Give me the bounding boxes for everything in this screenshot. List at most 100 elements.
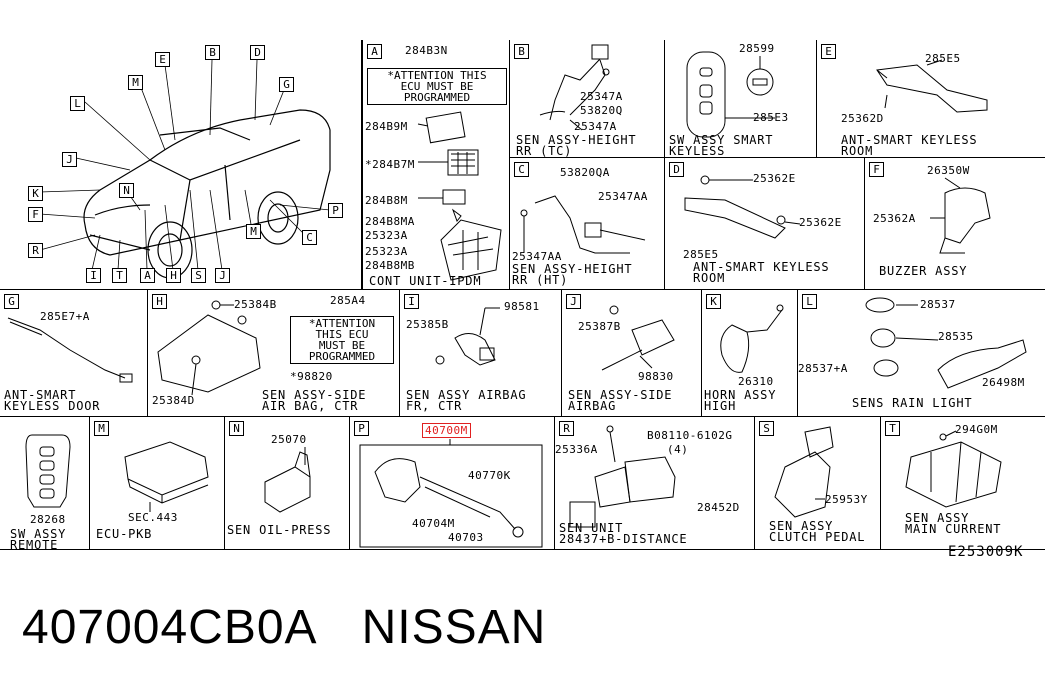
panel-caption: SEN ASSY AIRBAG FR, CTR <box>406 388 527 413</box>
part-number-title: 407004CB0A <box>22 601 318 654</box>
panel-letter: N <box>229 421 244 436</box>
callout-r: R <box>28 243 43 258</box>
panel-letter: F <box>869 162 884 177</box>
part-number: 25336A <box>555 443 598 456</box>
callout-d: D <box>250 45 265 60</box>
part-number: 25362E <box>799 216 842 229</box>
callout-h: H <box>166 268 181 283</box>
part-number: B08110-6102G <box>647 429 733 442</box>
diagram-reference: E253009K <box>948 544 1024 560</box>
part-number: 98830 <box>638 370 674 383</box>
car-illustration <box>39 59 331 279</box>
part-number: 285E7+A <box>40 310 90 323</box>
panel-caption: SEN ASSY-HEIGHT RR (TC) <box>516 133 637 158</box>
part-number: 284B8MA <box>365 215 415 228</box>
panel-t: T 294G0M SEN ASSY MAIN CURRENT <box>881 417 1045 550</box>
panel-letter: T <box>885 421 900 436</box>
panel-a: A 284B3N *ATTENTION THIS ECU MUST BE PRO… <box>362 40 510 290</box>
panel-letter: A <box>367 44 382 59</box>
ipdm-drawing <box>417 111 502 281</box>
highlighted-part-number[interactable]: 40700M <box>422 423 471 438</box>
panel-m: M SEC.443 ECU-PKB <box>90 417 225 550</box>
panel-j: J 25387B 98830 SEN ASSY-SIDE AIRBAG <box>562 290 702 417</box>
part-number: 28452D <box>697 501 740 514</box>
panel-caption: SEN OIL-PRESS <box>227 523 332 537</box>
callout-m: M <box>128 75 143 90</box>
clutch-pedal-sensor-drawing <box>774 426 834 518</box>
panel-letter: C <box>514 162 529 177</box>
panel-g: G 285E7+A ANT-SMART KEYLESS DOOR <box>0 290 148 417</box>
panel-caption: HORN ASSY HIGH <box>704 388 777 413</box>
panel-caption: BUZZER ASSY <box>879 264 968 278</box>
panel-letter: M <box>94 421 109 436</box>
panel-caption: SEN ASSY-SIDE AIR BAG, CTR <box>262 388 367 413</box>
part-number: 25385B <box>406 318 449 331</box>
panel-h: H 25384B 285A4 *ATTENTION THIS ECU MUST … <box>148 290 400 417</box>
part-number: 53820Q <box>580 104 623 117</box>
panel-k: K 26310 HORN ASSY HIGH <box>702 290 798 417</box>
ecu-pkb-drawing <box>124 441 209 512</box>
program-warning: *ATTENTION THIS ECU MUST BE PROGRAMMED <box>290 316 394 364</box>
tpms-sensor-drawing <box>359 439 543 548</box>
panel-letter: P <box>354 421 369 436</box>
part-number: 40703 <box>448 531 484 544</box>
part-number: 285E3 <box>753 111 789 124</box>
part-number: 25070 <box>271 433 307 446</box>
callout-g: G <box>279 77 294 92</box>
program-warning: *ATTENTION THIS ECU MUST BE PROGRAMMED <box>367 68 507 105</box>
callout-c: C <box>302 230 317 245</box>
callout-p: P <box>328 203 343 218</box>
callout-n: N <box>119 183 134 198</box>
part-number: 25347AA <box>512 250 562 263</box>
part-number: 25323A <box>365 245 408 258</box>
panel-caption: SEN ASSY-SIDE AIRBAG <box>568 388 673 413</box>
part-number: 25347A <box>580 90 623 103</box>
part-number: SEC.443 <box>128 511 178 524</box>
part-number: 25384B <box>234 298 277 311</box>
callout-e: E <box>155 52 170 67</box>
part-number: 25953Y <box>825 493 868 506</box>
part-number: 40704M <box>412 517 455 530</box>
part-number: 25323A <box>365 229 408 242</box>
callout-f: F <box>28 207 43 222</box>
smart-key-drawing <box>686 51 775 138</box>
part-number: 284B3N <box>405 44 448 57</box>
part-number: *98820 <box>290 370 333 383</box>
panel-caption: SEN UNIT 28437+B-DISTANCE <box>559 521 688 546</box>
part-number: 284B9M <box>365 120 408 133</box>
side-airbag-ctr-drawing <box>157 300 261 396</box>
panel-p: P 40700M 40770K 40704M 40703 <box>350 417 555 550</box>
panel-letter: E <box>821 44 836 59</box>
panel-letter: R <box>559 421 574 436</box>
panel-c: C 53820QA 25347AA 25347AA SEN ASSY-HEIGH… <box>510 158 665 290</box>
distance-sensor-drawing <box>569 425 676 528</box>
callout-i: I <box>86 268 101 283</box>
panel-caption: SW ASSY SMART KEYLESS <box>669 133 774 158</box>
callout-k: K <box>28 186 43 201</box>
panel-caption: SENS RAIN LIGHT <box>852 396 973 410</box>
parts-diagram-sheet: E B D M G L J K N F P M C R I T A H S J … <box>0 40 1045 560</box>
panel-caption: ANT-SMART KEYLESS ROOM <box>841 133 978 158</box>
panel-f: F 26350W 25362A BUZZER ASSY <box>865 158 1045 290</box>
antenna-room-d-drawing <box>684 175 801 239</box>
height-sensor-rr-tc-drawing <box>539 44 610 131</box>
part-number: 98581 <box>504 300 540 313</box>
panel-caption: ECU-PKB <box>96 527 153 541</box>
oil-press-sensor-drawing <box>264 447 311 513</box>
panel-letter: I <box>404 294 419 309</box>
antenna-room-drawing <box>876 59 988 113</box>
rain-light-sensor-drawing <box>865 297 1027 389</box>
panel-letter: H <box>152 294 167 309</box>
panel-l: L 28537 28535 28537+A 26498M SENS RAIN L… <box>798 290 1045 417</box>
part-number: 285E5 <box>683 248 719 261</box>
panel-r: R 25336A B08110-6102G (4) 28452D SEN UNI… <box>555 417 755 550</box>
callout-j: J <box>62 152 77 167</box>
panel-n: N 25070 SEN OIL-PRESS <box>225 417 350 550</box>
callout-t: T <box>112 268 127 283</box>
part-number: 285E5 <box>925 52 961 65</box>
part-number: 28599 <box>739 42 775 55</box>
part-number: 28537+A <box>798 362 848 375</box>
side-airbag-sensor-drawing <box>601 305 675 371</box>
part-number: 25347AA <box>598 190 648 203</box>
